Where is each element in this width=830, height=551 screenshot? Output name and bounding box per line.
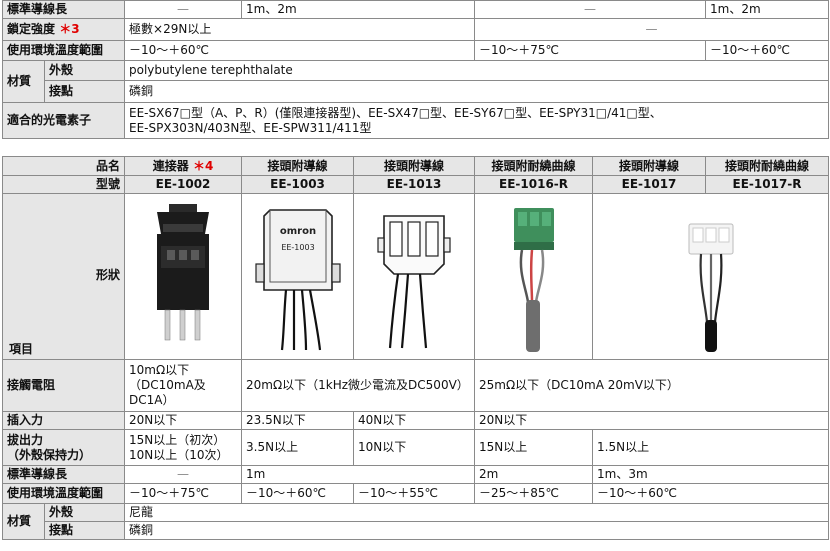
temp2-v1: －10～＋75℃ bbox=[124, 483, 243, 504]
extraction-v2: 3.5N以上 bbox=[241, 429, 355, 466]
sensors-line-2: EE-SPX303N/403N型、EE-SPW311/411型 bbox=[129, 120, 372, 135]
model-2: EE-1003 bbox=[241, 175, 355, 194]
cable-length2-v3: 2m bbox=[474, 465, 594, 484]
ee-1003-label: EE-1003 bbox=[281, 243, 314, 252]
name-label: 品名 bbox=[1, 156, 126, 176]
housing-label: 外殼 bbox=[43, 60, 126, 81]
product-name-3: 接頭附導線 bbox=[353, 156, 476, 176]
cable-length-v3: — bbox=[474, 0, 707, 19]
cable-length-v1: — bbox=[124, 0, 243, 19]
shape-header: 形狀 項目 bbox=[1, 193, 126, 360]
product-name-2: 接頭附導線 bbox=[241, 156, 355, 176]
temp2-v2: －10～＋60℃ bbox=[241, 483, 355, 504]
cable-length-v4: 1m、2m bbox=[705, 0, 830, 19]
shape-ee-1002 bbox=[124, 193, 243, 360]
insertion-label: 插入力 bbox=[1, 411, 126, 430]
product-name-4: 接頭附耐繞曲線 bbox=[474, 156, 594, 176]
extraction-v1: 15N以上（初次） 10N以上（10次） bbox=[124, 429, 243, 466]
temp2-label: 使用環境溫度範圍 bbox=[1, 483, 126, 504]
model-4: EE-1016-R bbox=[474, 175, 594, 194]
temp-label: 使用環境溫度範圍 bbox=[1, 40, 126, 61]
temp-v2: －10～＋75℃ bbox=[474, 40, 707, 61]
omron-logo-text: omron bbox=[279, 226, 315, 237]
shape-ee-1003: omron EE-1003 bbox=[241, 193, 355, 360]
extraction-v3: 10N以下 bbox=[353, 429, 476, 466]
temp2-v3: －10～＋55℃ bbox=[353, 483, 476, 504]
cable-length2-label: 標準導線長 bbox=[1, 465, 126, 484]
housing-value: polybutylene terephthalate bbox=[124, 60, 830, 81]
ee-1017-image bbox=[688, 223, 734, 352]
resistance-v1: 10mΩ以下（DC10mA及DC1A） bbox=[124, 359, 243, 412]
ee-1003-image: omron EE-1003 bbox=[254, 208, 341, 350]
bottom-spec-table: 品名 連接器 ＊4 接頭附導線 接頭附導線 接頭附耐繞曲線 接頭附導線 接頭附耐… bbox=[1, 156, 830, 540]
note-mark: ＊3 bbox=[59, 22, 80, 36]
cable-length2-v1: — bbox=[124, 465, 243, 484]
housing2-value: 尼龍 bbox=[124, 503, 830, 522]
shape-ee-1013 bbox=[353, 193, 476, 360]
model-1: EE-1002 bbox=[124, 175, 243, 194]
contact-value: 磷銅 bbox=[124, 80, 830, 103]
model-3: EE-1013 bbox=[353, 175, 476, 194]
shape-ee-1017 bbox=[592, 193, 830, 360]
shape-ee-1016-r bbox=[474, 193, 594, 360]
lock-strength-value: 極數×29N以上 bbox=[124, 18, 476, 41]
sensors-label: 適合的光電素子 bbox=[1, 102, 126, 139]
housing2-label: 外殼 bbox=[43, 503, 126, 522]
material-label: 材質 bbox=[2, 60, 45, 103]
connector-image bbox=[157, 203, 210, 340]
extraction-label: 拔出力 （外殼保持力） bbox=[1, 429, 126, 466]
ee-1016-r-image bbox=[513, 207, 554, 352]
ee-1013-image bbox=[377, 214, 451, 348]
lock-strength-label: 鎖定強度 ＊3 bbox=[1, 18, 126, 41]
resistance-v3: 25mΩ以下（DC10mA 20mV以下） bbox=[474, 359, 830, 412]
cable-length-label: 標準導線長 bbox=[1, 0, 126, 19]
insertion-v3: 40N以下 bbox=[353, 411, 476, 430]
shape-label: 形狀 bbox=[96, 268, 121, 282]
lock-strength-dash: — bbox=[474, 18, 830, 41]
cable-length2-v2: 1m bbox=[241, 465, 476, 484]
contact-label: 接點 bbox=[43, 80, 126, 103]
insertion-v2: 23.5N以下 bbox=[241, 411, 355, 430]
temp-v3: －10～＋60℃ bbox=[705, 40, 830, 61]
contact2-label: 接點 bbox=[43, 521, 126, 540]
extraction-v4: 15N以上 bbox=[474, 429, 594, 466]
model-6: EE-1017-R bbox=[705, 175, 830, 194]
temp2-v4: －25～＋85℃ bbox=[474, 483, 594, 504]
cable-length-v2: 1m、2m bbox=[241, 0, 476, 19]
model-label: 型號 bbox=[1, 175, 126, 194]
material2-label: 材質 bbox=[2, 503, 45, 540]
contact2-value: 磷銅 bbox=[124, 521, 830, 540]
extraction-v5: 1.5N以上 bbox=[592, 429, 830, 466]
resistance-v2: 20mΩ以下（1kHz微少電流及DC500V） bbox=[241, 359, 476, 412]
temp2-v5: －10～＋60℃ bbox=[592, 483, 830, 504]
insertion-v4: 20N以下 bbox=[474, 411, 830, 430]
product-name-6: 接頭附耐繞曲線 bbox=[705, 156, 830, 176]
insertion-v1: 20N以下 bbox=[124, 411, 243, 430]
product-name-5: 接頭附導線 bbox=[592, 156, 707, 176]
model-5: EE-1017 bbox=[592, 175, 707, 194]
note-mark: ＊4 bbox=[192, 158, 214, 173]
product-name-1: 連接器 ＊4 bbox=[124, 156, 243, 176]
temp-v1: －10～＋60℃ bbox=[124, 40, 476, 61]
sensors-value: EE-SX67□型（A、P、R）(僅限連接器型)、EE-SX47□型、EE-SY… bbox=[124, 102, 830, 139]
cable-length2-v4: 1m、3m bbox=[592, 465, 830, 484]
item-label: 項目 bbox=[9, 342, 34, 356]
sensors-line-1: EE-SX67□型（A、P、R）(僅限連接器型)、EE-SX47□型、EE-SY… bbox=[129, 105, 662, 120]
top-spec-table: 標準導線長 — 1m、2m — 1m、2m 鎖定強度 ＊3 極數×29N以上 —… bbox=[1, 0, 830, 139]
resistance-label: 接觸電阻 bbox=[1, 359, 126, 412]
